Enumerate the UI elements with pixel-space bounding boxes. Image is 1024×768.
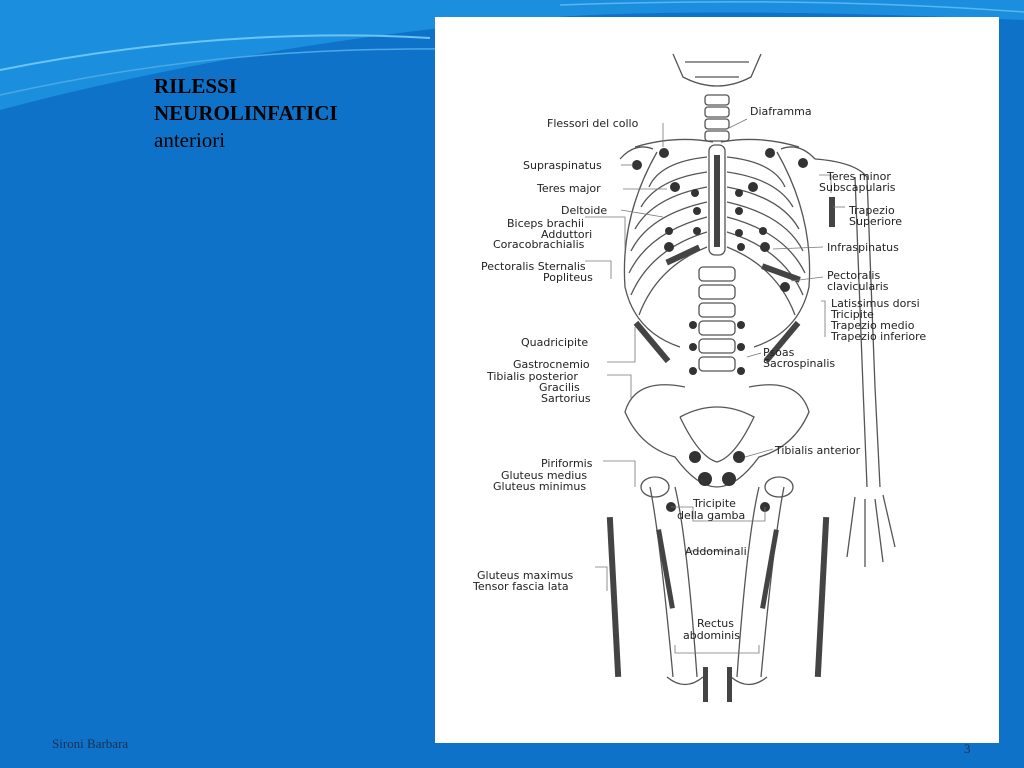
label-clavicularis: clavicularis [827, 280, 889, 293]
label-pectoralis-right: Pectoralis [827, 269, 881, 282]
label-deltoide: Deltoide [561, 204, 608, 217]
label-infraspinatus: Infraspinatus [827, 241, 899, 254]
label-gastrocnemio: Gastrocnemio [513, 358, 590, 371]
label-superiore: Superiore [849, 215, 903, 228]
label-pectoralis-sternalis: Pectoralis Sternalis [481, 260, 586, 273]
label-della-gamba: della gamba [677, 509, 746, 522]
label-sacrospinalis: Sacrospinalis [763, 357, 836, 370]
reflex-points [632, 148, 808, 512]
subtitle: anteriori [154, 128, 226, 152]
label-gluteus-medius: Gluteus medius [501, 469, 588, 482]
label-supraspinatus: Supraspinatus [523, 159, 602, 172]
label-coracobrachialis: Coracobrachialis [493, 238, 585, 251]
label-biceps-brachii: Biceps brachii [507, 217, 585, 230]
label-gluteus-minimus: Gluteus minimus [493, 480, 587, 493]
label-trapezio: Trapezio [849, 204, 895, 217]
footer-author: Sironi Barbara [52, 736, 129, 751]
skeleton-drawing [585, 53, 896, 702]
label-diaframma: Diaframma [750, 105, 812, 118]
label-sartorius: Sartorius [541, 392, 591, 405]
title-line-1: RILESSI [154, 74, 237, 98]
label-addominali: Addominali [685, 545, 747, 558]
label-trapezio-medio: Trapezio medio [831, 319, 915, 332]
label-abdominis: abdominis [683, 629, 740, 642]
reflex-bars [606, 155, 835, 702]
label-teres-minor: Teres minor [827, 170, 891, 183]
label-tensor-fascia-lata: Tensor fascia lata [473, 580, 569, 593]
label-adduttori: Adduttori [541, 228, 593, 241]
label-subscapularis: Subscapularis [819, 181, 896, 194]
label-gluteus-maximus: Gluteus maximus [477, 569, 574, 582]
label-latissimus-dorsi: Latissimus dorsi [831, 297, 920, 310]
label-quadricipite: Quadricipite [521, 336, 589, 349]
label-trapezio-inferiore: Trapezio inferiore [831, 330, 927, 343]
label-tibialis-anterior: Tibialis anterior [775, 444, 861, 457]
label-popliteus: Popliteus [543, 271, 593, 284]
label-teres-major: Teres major [537, 182, 601, 195]
title-line-2: NEUROLINFATICI [154, 101, 338, 125]
label-psoas: Psoas [763, 346, 795, 359]
label-rectus: Rectus [697, 617, 734, 630]
label-gracilis: Gracilis [539, 381, 580, 394]
page-number: 3 [964, 741, 971, 756]
skeleton-diagram: Flessori del collo Supraspinatus Teres m… [435, 17, 999, 743]
label-flessori-del-collo: Flessori del collo [547, 117, 639, 130]
label-tricipite-center: Tricipite [693, 497, 736, 510]
label-tibialis-posterior: Tibialis posterior [487, 370, 578, 383]
slide-title: RILESSI NEUROLINFATICI anteriori [154, 73, 414, 154]
label-piriformis: Piriformis [541, 457, 593, 470]
label-tricipite: Tricipite [831, 308, 874, 321]
